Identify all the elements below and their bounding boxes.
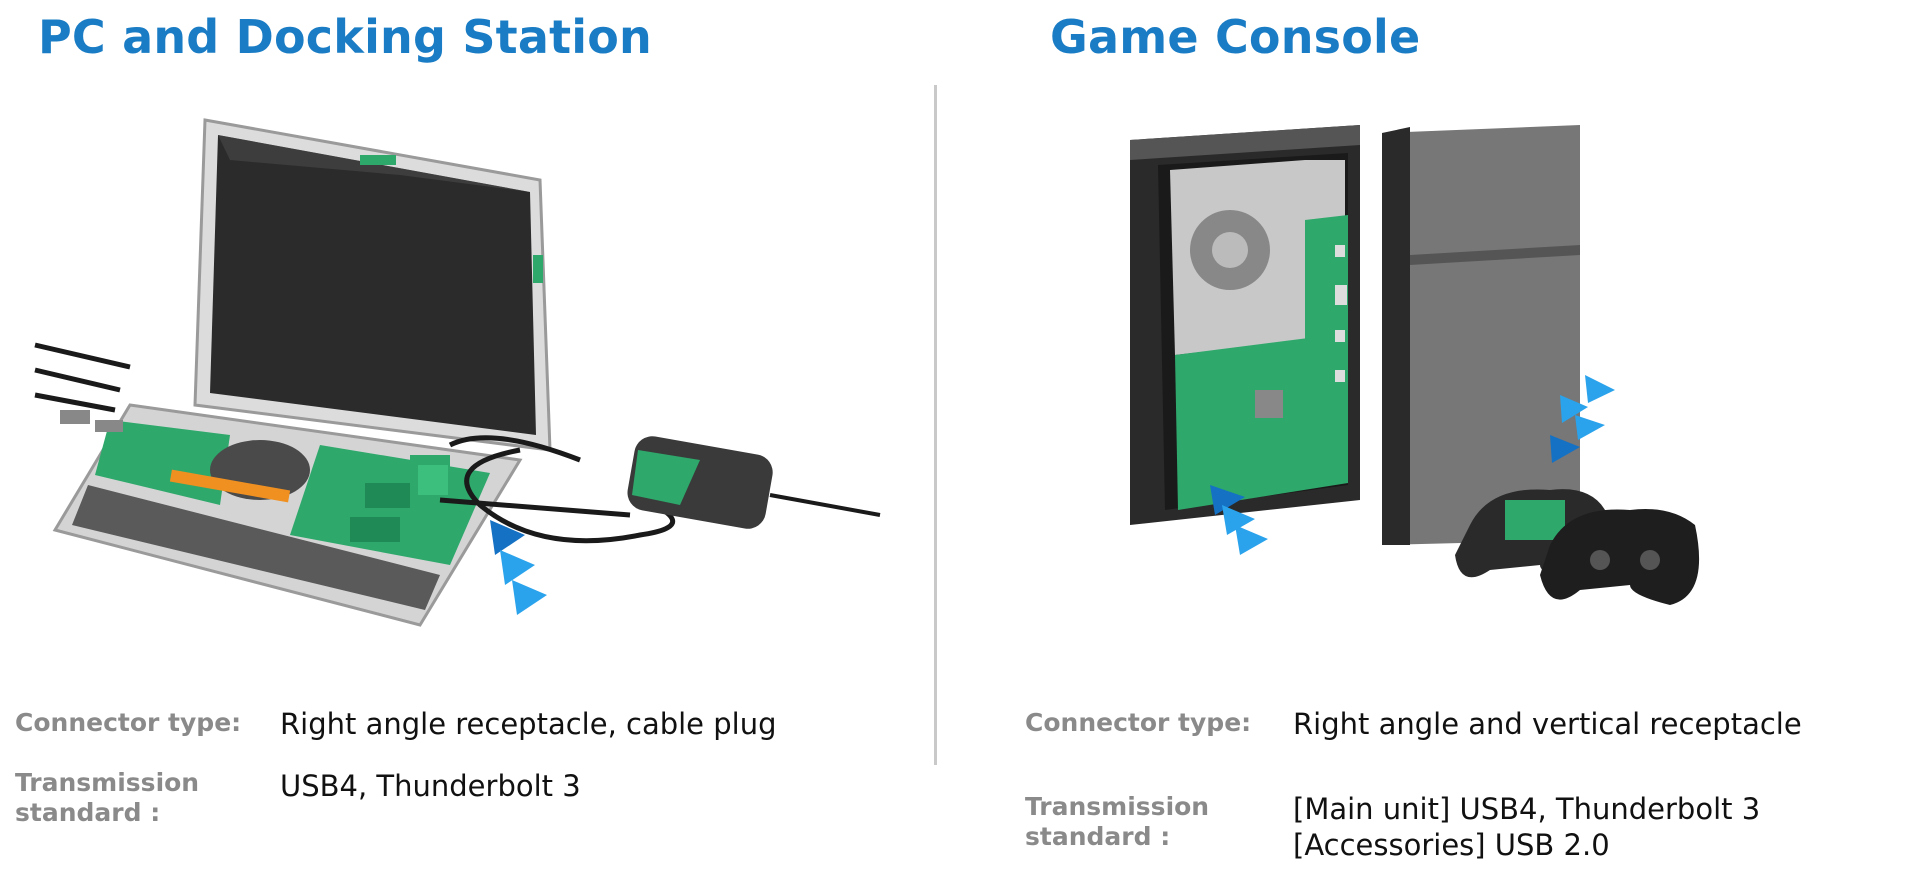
console-transmission-standard-value: [Main unit] USB4, Thunderbolt 3 [Accesso… [1293, 791, 1760, 863]
console-connector-type-value: Right angle and vertical receptacle [1293, 707, 1802, 741]
pc-standard-label-line2: standard : [15, 798, 161, 827]
game-console-illustration [1130, 125, 1700, 605]
pc-transmission-standard-label: Transmission standard : [15, 768, 199, 828]
pc-standard-label-line1: Transmission [15, 768, 200, 797]
laptop-screen [193, 118, 552, 452]
game-controllers [1455, 489, 1700, 605]
docking-station [439, 435, 881, 544]
console-standard-value-line2: [Accessories] USB 2.0 [1293, 828, 1610, 862]
pc-docking-illustration [34, 118, 881, 627]
left-cables [34, 342, 131, 413]
console-transmission-standard-label: Transmission standard : [1025, 792, 1209, 852]
console-standard-value-line1: [Main unit] USB4, Thunderbolt 3 [1293, 792, 1761, 826]
console-connector-type-label: Connector type: [1025, 708, 1252, 737]
console-open-body [1130, 125, 1360, 525]
sim-card [95, 420, 123, 432]
console-standard-label-line1: Transmission [1025, 792, 1210, 821]
pc-connector-type-label: Connector type: [15, 708, 242, 737]
pc-transmission-standard-value: USB4, Thunderbolt 3 [280, 769, 581, 803]
sd-card [60, 410, 90, 424]
pc-connector-type-value: Right angle receptacle, cable plug [280, 707, 777, 741]
console-section-title: Game Console [1050, 10, 1421, 64]
pc-section-title: PC and Docking Station [38, 10, 652, 64]
laptop-base [52, 403, 523, 627]
console-standard-label-line2: standard : [1025, 822, 1171, 851]
insertion-arrows-console [1210, 375, 1615, 555]
section-divider [934, 85, 937, 765]
insertion-arrows-pc [490, 520, 547, 615]
console-closed-body [1382, 125, 1580, 545]
